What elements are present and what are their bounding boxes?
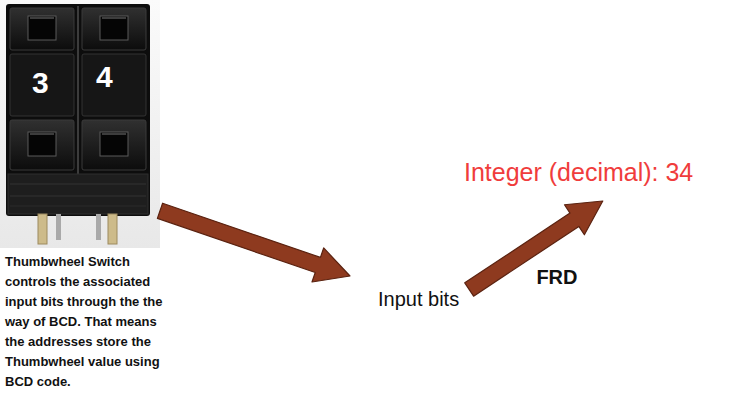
result-value: Integer (decimal): 34 [458,150,699,201]
switch-description: Thumbwheel Switch controls the associate… [5,252,173,392]
column-divider [77,6,79,174]
integer-result-text: Integer (decimal): 34 [464,158,693,187]
flow-arrow [465,201,603,296]
digit-windows [10,54,146,116]
top-buttons [10,8,146,50]
flow-arrow [157,203,350,282]
bottom-buttons [10,120,146,170]
thumbwheel-switch: 34Thumbwheel Switch controls the associa… [0,0,160,248]
digit: 4 [96,60,113,94]
photo-background [0,0,160,248]
thumbwheel-photo [0,0,160,248]
data-label: Input bits [350,276,469,321]
input-bits-text: Input bits [378,288,459,311]
switch-base [8,174,148,214]
operation-label: FRD [534,265,579,289]
switch-body [6,4,150,216]
switch-pins [38,214,117,244]
digit: 3 [32,66,49,100]
